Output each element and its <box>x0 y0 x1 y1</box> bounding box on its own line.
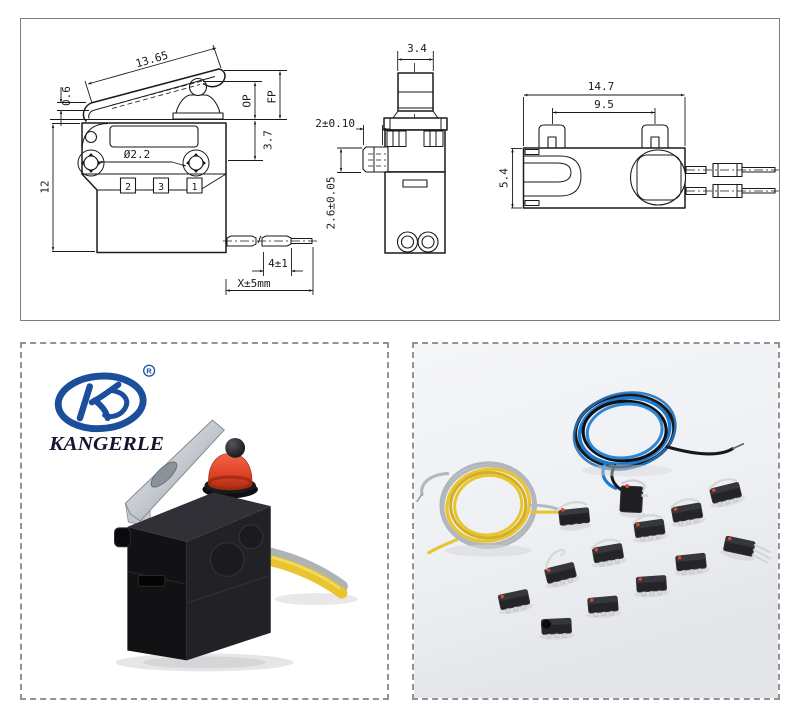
mounting-boss-right <box>182 149 210 177</box>
dim-plate-depth: 3.7 <box>262 130 275 150</box>
side-view-dimensions: 13.65 0.6 12 Ø2.2 OP <box>39 44 314 295</box>
dim-hole-diameter: Ø2.2 <box>124 148 151 161</box>
technical-drawing-panel: 2 3 1 13.65 <box>20 18 780 321</box>
switch-button <box>202 437 258 499</box>
technical-drawing: 2 3 1 13.65 <box>39 42 779 295</box>
loose-micro-switch <box>719 535 772 564</box>
loose-micro-switch <box>544 548 581 588</box>
brand-wordmark: KANGERLE <box>48 433 164 455</box>
svg-text:R: R <box>146 367 152 376</box>
scattered-switches <box>497 478 772 640</box>
mounting-boss-left <box>77 149 105 177</box>
product-photo: R KANGERLE <box>48 364 358 672</box>
top-view-dimensions: 14.7 9.5 5.4 <box>498 80 686 209</box>
loose-micro-switch <box>634 575 670 598</box>
dim-latch-width: 2±0.10 <box>315 117 355 130</box>
front-view-dimensions: 3.4 2±0.10 2.6±0.05 <box>315 42 434 230</box>
loose-micro-switch <box>708 478 746 508</box>
dim-body-width: 5.4 <box>498 168 511 188</box>
switch-lever <box>124 419 225 528</box>
side-view-drawing: 2 3 1 13.65 <box>39 44 318 295</box>
dim-stub-height: 2.6±0.05 <box>325 177 338 230</box>
loose-micro-switch <box>590 538 628 568</box>
logo-k-monogram <box>76 381 130 422</box>
terminal-2-label: 2 <box>125 182 131 193</box>
terminal-3-label: 3 <box>158 182 164 193</box>
loose-micro-switch <box>670 498 707 527</box>
dim-button-width: 3.4 <box>407 42 427 55</box>
loose-micro-switch <box>586 595 622 619</box>
registered-trademark-icon: R <box>143 364 156 377</box>
side-view-wires <box>223 235 318 247</box>
loose-micro-switch <box>674 552 710 576</box>
loose-micro-switch <box>497 589 534 615</box>
dim-wire-length: X±5mm <box>237 277 270 290</box>
switch-wire <box>264 547 348 599</box>
loose-micro-switch <box>539 617 575 640</box>
kangerle-logo: R KANGERLE <box>48 364 164 455</box>
top-view-drawing: 14.7 9.5 5.4 <box>498 80 779 209</box>
dim-op: OP <box>241 94 254 108</box>
dim-body-length: 14.7 <box>588 80 615 93</box>
terminal-1-label: 1 <box>191 182 197 193</box>
dim-crimp-length: 4±1 <box>268 257 288 270</box>
wired-switch-vertical <box>618 479 649 518</box>
switch-group-photo <box>414 344 778 698</box>
dim-body-height: 12 <box>39 180 52 193</box>
top-view-wires <box>685 162 779 199</box>
product-photo-panel: R KANGERLE <box>20 342 389 700</box>
micro-switch-photo <box>114 419 358 672</box>
side-plunger-pin <box>114 527 131 548</box>
switch-body <box>114 492 271 661</box>
dim-lever-length: 13.65 <box>134 49 169 71</box>
front-view-drawing: 3.4 2±0.10 2.6±0.05 <box>315 42 448 254</box>
dim-fp: FP <box>266 90 279 104</box>
dim-lever-thickness: 0.6 <box>60 86 73 106</box>
loose-micro-switch <box>632 514 669 543</box>
wired-switch-horizontal <box>556 501 592 531</box>
logo-oval <box>54 372 147 433</box>
dim-post-spacing: 9.5 <box>594 98 614 111</box>
switch-group-photo-panel <box>412 342 780 700</box>
ball-tip <box>225 437 246 458</box>
